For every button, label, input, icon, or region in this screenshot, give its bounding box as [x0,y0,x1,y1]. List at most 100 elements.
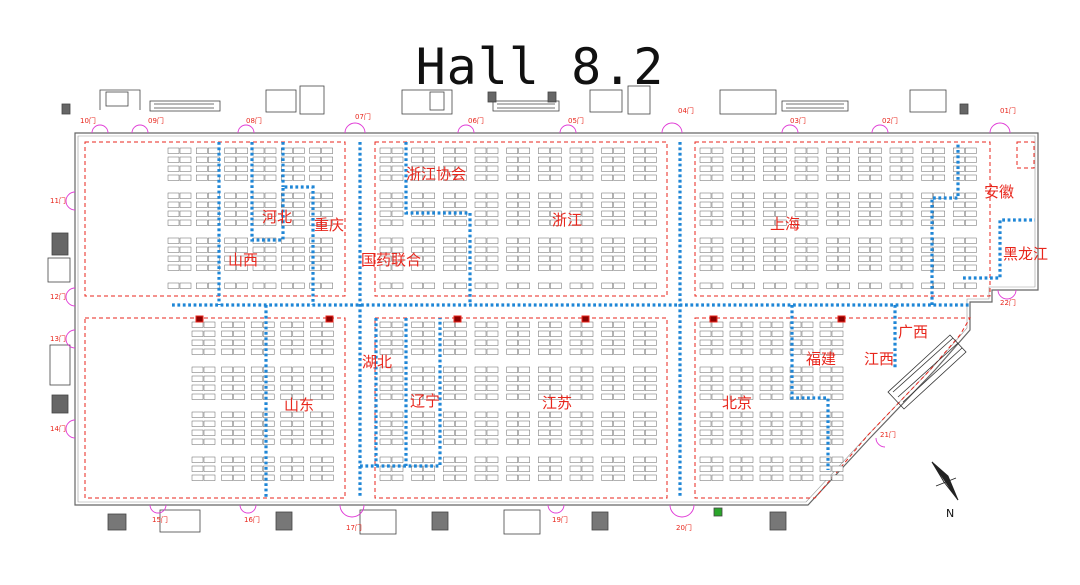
escalator-se [887,334,967,410]
booth [264,210,277,217]
booth [775,264,787,271]
booth [233,330,245,337]
booth [921,165,933,172]
booth [474,420,487,427]
booth [901,246,914,253]
booth [179,255,192,262]
booth [506,210,518,217]
booth [601,384,613,391]
region-shandong: 山东 [284,396,315,414]
booth [411,438,423,445]
booth [550,210,562,217]
booth [264,192,277,199]
booth [293,165,305,172]
booth [167,264,180,271]
booth [601,438,613,445]
booth [711,156,724,163]
region-fujian: 福建 [806,350,837,368]
booth [203,348,216,355]
booth [933,156,945,163]
booth [179,282,192,289]
booth [731,282,743,289]
booth [310,420,322,427]
booth [581,384,594,391]
booth [391,474,404,481]
booth [167,147,180,154]
booth [196,219,208,226]
booth [806,156,819,163]
booth [474,411,487,418]
booth [191,465,204,472]
west-structures [47,232,71,414]
booth [965,147,977,154]
booth [601,201,613,208]
booth [731,192,743,199]
booth [771,384,784,391]
booth [806,282,819,289]
booth [411,366,423,373]
booth [741,393,754,400]
booth [250,474,263,481]
booth [729,375,742,382]
booth [443,255,455,262]
booth [321,282,333,289]
booth [411,174,423,181]
booth [569,465,582,472]
booth [455,465,467,472]
booth [775,210,787,217]
booth [191,321,204,328]
hall-outline-inner [77,135,1036,503]
booth [789,474,802,481]
booth [391,465,404,472]
booth [801,330,814,337]
booth [645,411,657,418]
booth [789,375,802,382]
booth [569,384,582,391]
booth [711,456,724,463]
booth [411,255,423,262]
booth [581,429,594,436]
booth [569,219,582,226]
booth [633,375,645,382]
booth [771,330,784,337]
booth [870,165,882,172]
booth [550,339,562,346]
booth [411,348,423,355]
booth [831,366,844,373]
booth [411,339,423,346]
booth [826,255,838,262]
booth [203,438,216,445]
booth [196,165,208,172]
booth [423,438,435,445]
booth [518,237,530,244]
booth [379,147,392,154]
booth [518,474,530,481]
booth [411,264,423,271]
booth [518,438,530,445]
booth [831,465,844,472]
booth [699,156,712,163]
booth [645,438,657,445]
booth [550,375,562,382]
booth [633,393,645,400]
booth [933,246,945,253]
booth [569,201,582,208]
booth [167,174,180,181]
booth [506,384,518,391]
gate-21: 21门 [880,431,896,439]
booth [208,201,220,208]
booth [775,147,787,154]
booth [801,339,814,346]
booth [601,237,613,244]
booth [794,147,807,154]
booth [280,393,293,400]
booth [411,147,423,154]
booth [538,156,550,163]
booth [455,246,467,253]
booth [474,474,487,481]
gate-22: 22门 [1000,299,1016,307]
booth [322,321,334,328]
booth [236,192,248,199]
booth [550,429,562,436]
booth [794,165,807,172]
